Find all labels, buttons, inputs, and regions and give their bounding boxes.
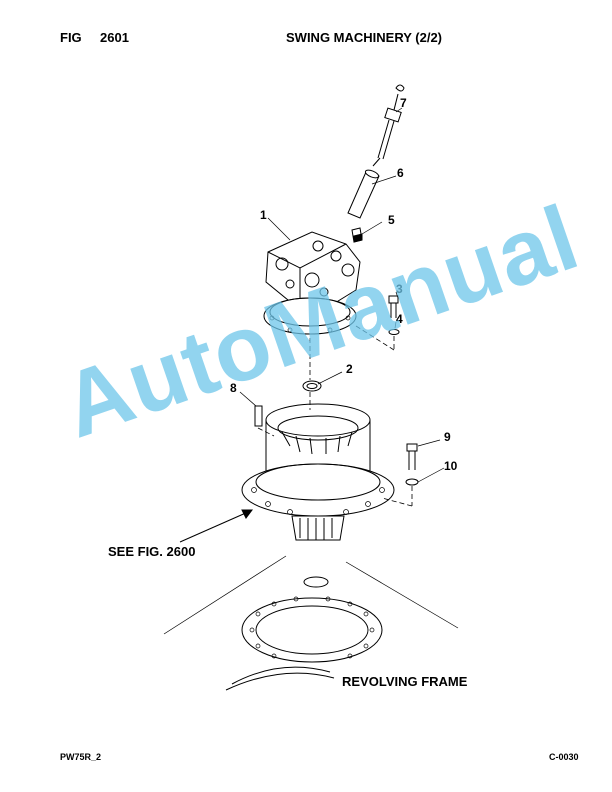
callout-3: 3 <box>396 282 403 296</box>
reduction-housing <box>241 403 395 541</box>
callout-8: 8 <box>230 381 237 395</box>
page-title: SWING MACHINERY (2/2) <box>286 30 443 45</box>
part-6-tube <box>347 169 380 219</box>
callout-7: 7 <box>400 96 407 110</box>
revolving-frame <box>163 555 459 691</box>
part-2-ring <box>302 380 322 392</box>
see-fig-note: SEE FIG. 2600 <box>108 544 196 559</box>
callout-4: 4 <box>396 312 403 326</box>
fig-label: FIG <box>60 30 82 45</box>
footer-code: C-0030 <box>549 752 579 762</box>
leader-lines <box>179 107 445 543</box>
fig-number: 2601 <box>100 30 129 45</box>
part-9-bolt <box>406 443 418 470</box>
callout-10: 10 <box>444 459 458 473</box>
part-1-swing-motor <box>263 231 361 335</box>
callout-6: 6 <box>397 166 404 180</box>
footer-model: PW75R_2 <box>60 752 102 762</box>
part-4-washer <box>388 329 400 335</box>
callout-1: 1 <box>260 208 267 222</box>
part-10-washer <box>405 478 419 486</box>
callout-2: 2 <box>346 362 353 376</box>
part-5-plug <box>351 227 363 243</box>
callout-9: 9 <box>444 430 451 444</box>
part-8-pin <box>254 405 263 427</box>
part-3-bolt <box>388 295 399 318</box>
revolving-frame-label: REVOLVING FRAME <box>342 674 468 689</box>
callout-5: 5 <box>388 213 395 227</box>
